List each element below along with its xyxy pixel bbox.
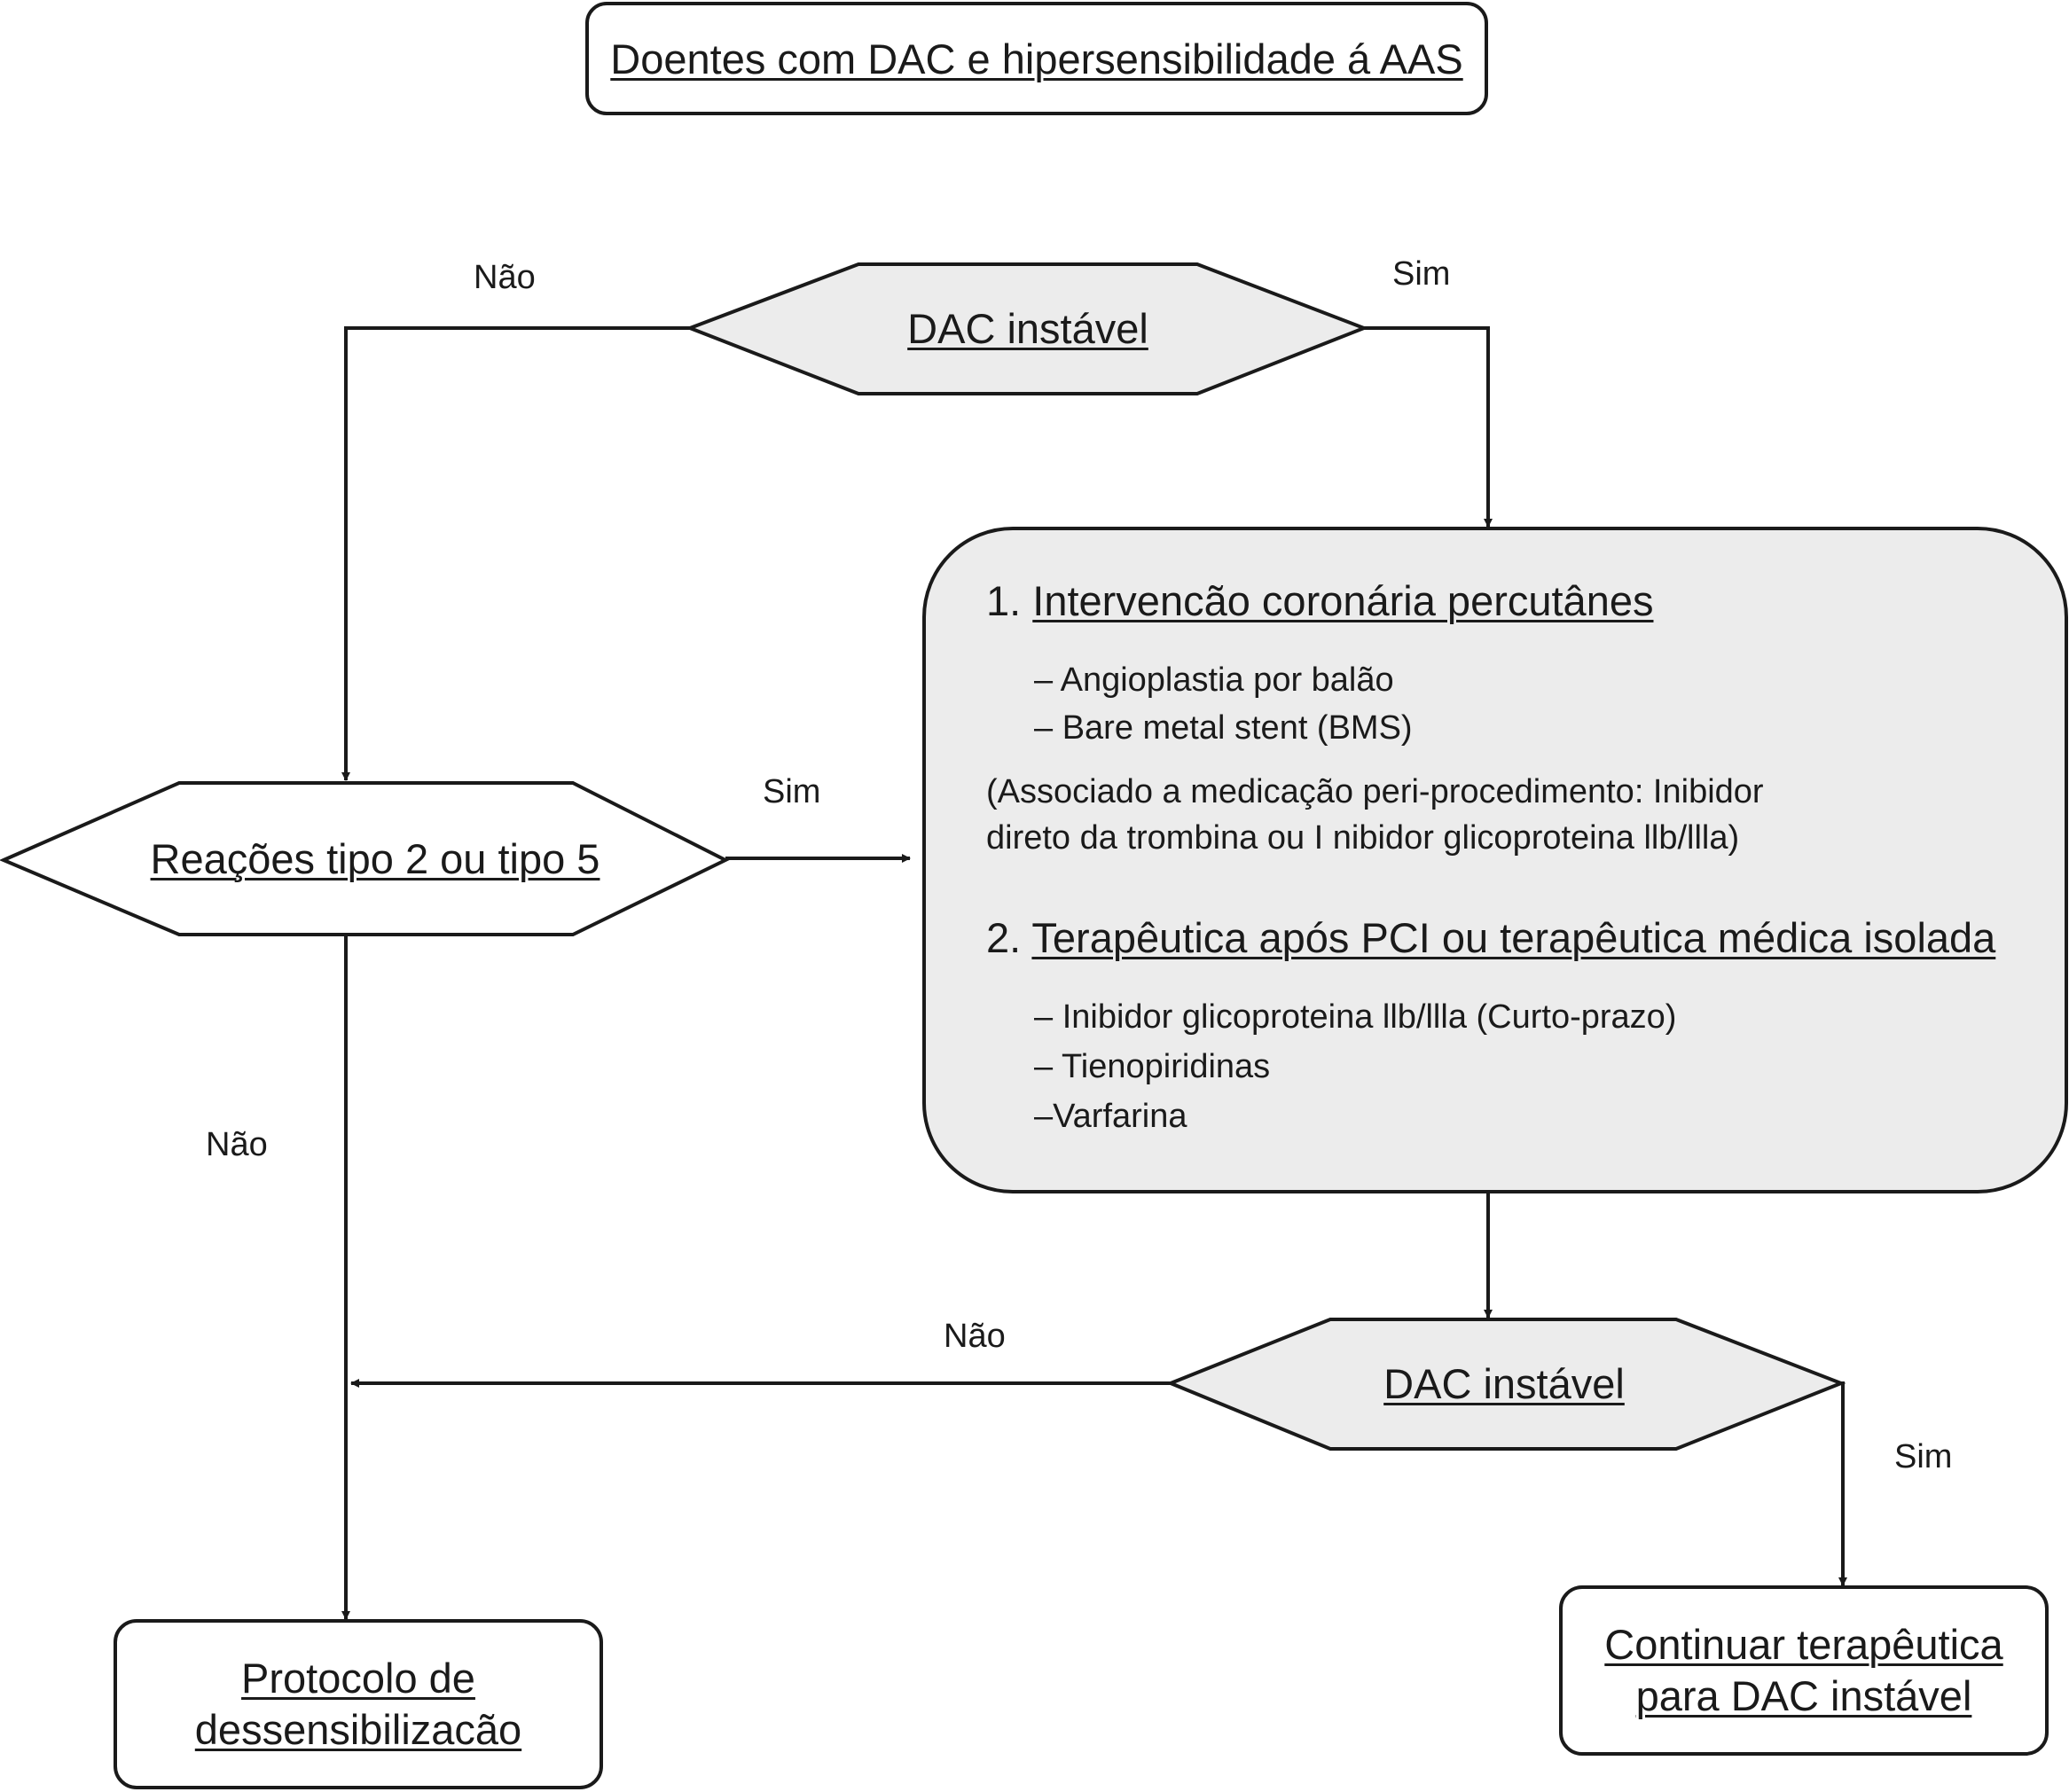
section2-item: – Inibidor glicoproteina llb/llla (Curto… (1034, 998, 1677, 1036)
section1-note-line: (Associado a medicação peri-procedimento… (986, 773, 1764, 810)
edge-label-top-no: Não (474, 259, 536, 296)
section1-heading: 1. Intervencão coronária percutânes (986, 576, 1653, 625)
section2-heading: 2. Terapêutica após PCI ou terapêutica m… (986, 913, 1995, 962)
edge-label-top-yes: Sim (1392, 255, 1451, 293)
section2-title: Terapêutica após PCI ou terapêutica médi… (1031, 914, 1996, 961)
treatment-panel-shape (922, 527, 2068, 1193)
section1-note-line: direto da trombina ou I nibidor glicopro… (986, 819, 1740, 857)
section2-item: –Varfarina (1034, 1098, 1187, 1135)
edge-top-no (341, 326, 690, 781)
section1-item: – Bare metal stent (BMS) (1034, 709, 1413, 747)
edge-label-bottom-yes: Sim (1894, 1438, 1953, 1475)
outcome-continue-label: Continuar terapêutica para DAC instável (1604, 1621, 2003, 1719)
outcome-desensitization-label: Protocolo de dessensibilizacão (194, 1655, 522, 1753)
edge-label-reactions-no: Não (206, 1126, 268, 1163)
decision-bottom-label: DAC instável (1383, 1360, 1625, 1407)
decision-top-label: DAC instável (907, 305, 1148, 352)
decision-reactions-label: Reações tipo 2 ou tipo 5 (150, 834, 600, 882)
section2-number: 2. (986, 914, 1022, 961)
edge-label-reactions-yes: Sim (763, 773, 821, 810)
section1-title: Intervencão coronária percutânes (1032, 577, 1654, 624)
section1-item: – Angioplastia por balão (1034, 661, 1394, 699)
section1-number: 1. (986, 577, 1022, 624)
diagram-title: Doentes com DAC e hipersensibilidade á A… (610, 35, 1463, 82)
edge-label-bottom-no: Não (944, 1318, 1006, 1355)
outcome-desensitization-box (114, 1619, 603, 1789)
section2-item: – Tienopiridinas (1034, 1048, 1271, 1085)
edge-top-yes (1364, 326, 1493, 528)
edge-bottom-yes (1838, 1381, 1847, 1586)
title-box (585, 2, 1488, 115)
outcome-continue-box (1559, 1585, 2049, 1756)
